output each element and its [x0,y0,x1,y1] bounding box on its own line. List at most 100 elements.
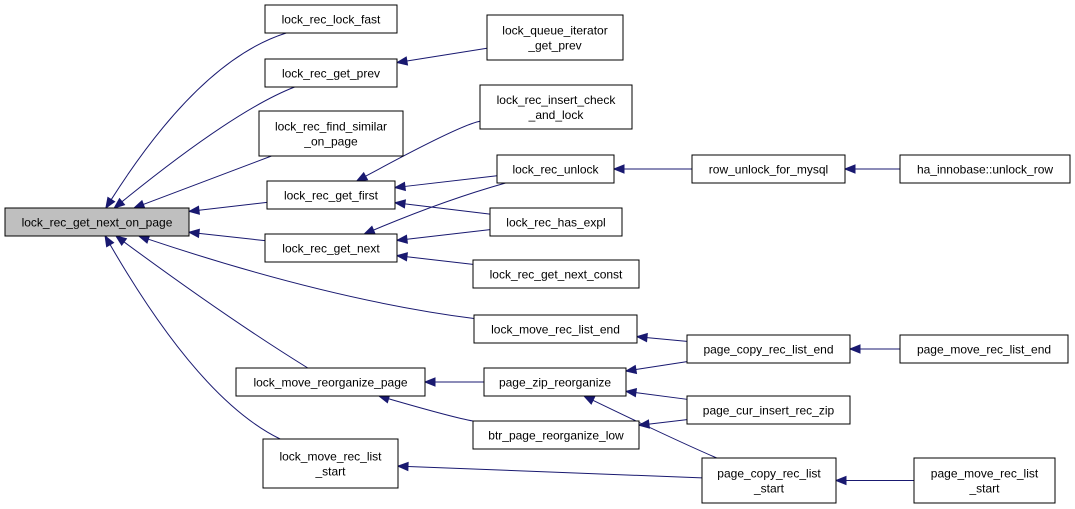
node-label: page_copy_rec_list_end [703,343,833,357]
edge-n1-to-n0 [105,32,287,210]
node-box [264,58,398,88]
edge-line [109,244,281,440]
function-node[interactable]: lock_rec_insert_check_and_lock [479,84,633,130]
arrowhead-icon [104,234,115,248]
edge-line [406,47,488,62]
edge-n4-to-n0 [187,201,268,215]
arrowhead-icon [582,395,596,405]
function-node[interactable]: page_cur_insert_rec_zip [686,395,851,425]
node-box [686,395,851,425]
edge-n17-to-n14 [624,361,688,375]
node-label: page_cur_insert_rec_zip [703,404,835,418]
node-label: lock_rec_has_expl [506,216,605,230]
node-box [264,233,398,263]
node-label: lock_move_reorganize_page [253,376,407,390]
node-box [686,334,851,364]
function-node[interactable]: lock_rec_get_next [264,233,398,263]
node-box [473,314,638,344]
edge-line [648,419,688,425]
edge-n19-to-n7 [396,461,703,479]
function-node[interactable]: lock_rec_find_similar_on_page [258,110,404,157]
node-label: page_zip_reorganize [499,376,611,390]
nodes-layer: lock_rec_get_next_on_page lock_rec_lock_f… [4,4,1071,504]
function-node[interactable]: row_unlock_for_mysql [691,154,846,184]
function-node[interactable]: page_copy_rec_list_start [701,457,837,504]
arrowhead-icon [423,377,436,387]
edge-line [592,399,717,459]
edge-n17-to-n13 [635,332,688,343]
node-box [264,4,398,34]
node-box [258,110,404,157]
node-box [472,420,640,450]
edge-line [123,241,309,369]
arrowhead-icon [187,228,200,239]
arrowhead-icon [114,235,128,247]
node-label: lock_rec_insert_check [497,93,617,107]
node-box [486,14,624,61]
arrowhead-icon [132,199,146,209]
function-node[interactable]: lock_rec_get_first [266,180,396,210]
function-node[interactable]: lock_rec_get_prev [264,58,398,88]
node-box [691,154,846,184]
function-node[interactable]: lock_queue_iterator_get_prev [486,14,624,61]
node-label: _start [753,482,785,496]
node-box [701,457,837,504]
edge-line [388,398,474,422]
function-node[interactable]: page_move_rec_list_start [913,457,1056,504]
arrowhead-icon [396,461,409,472]
function-node[interactable]: btr_page_reorganize_low [472,420,640,450]
node-label: page_copy_rec_list [717,467,821,481]
edge-line [198,232,266,242]
function-node[interactable]: page_move_rec_list_end [899,334,1069,364]
function-node[interactable]: lock_rec_has_expl [489,207,623,237]
arrowhead-icon [395,234,408,244]
edge-n22-to-n19 [834,475,914,486]
edge-n10-to-n4 [393,175,498,192]
function-node[interactable]: lock_move_rec_list_end [473,314,638,344]
arrowhead-icon [363,225,376,235]
edge-n11-to-n4 [393,199,491,215]
node-label: lock_rec_find_similar [275,120,387,134]
node-label: lock_rec_get_next [282,242,380,256]
arrowhead-icon [113,197,126,209]
edge-line [110,32,287,200]
node-label: lock_rec_lock_fast [282,13,381,27]
node-box [913,457,1056,504]
edge-n18-to-n14 [624,387,688,400]
node-box [472,259,640,289]
edge-n16-to-n10 [612,164,692,174]
function-node[interactable]: lock_rec_lock_fast [264,4,398,34]
arrowhead-icon [834,475,847,486]
function-node[interactable]: lock_move_rec_list_start [262,438,399,489]
function-node[interactable]: lock_rec_unlock [496,154,615,184]
node-label: lock_move_rec_list_end [491,323,620,337]
node-label: lock_move_rec_list [279,450,382,464]
function-node[interactable]: ha_innobase::unlock_row [899,154,1071,184]
edge-line [404,203,491,215]
node-label: btr_page_reorganize_low [488,429,624,443]
node-label: lock_rec_unlock [512,163,599,177]
function-node[interactable]: lock_move_reorganize_page [235,367,426,397]
arrowhead-icon [355,171,369,182]
function-node[interactable]: lock_rec_get_next_const [472,259,640,289]
edge-n2-to-n0 [113,86,295,209]
root-function-node[interactable]: lock_rec_get_next_on_page [4,207,190,237]
node-label: page_move_rec_list [931,467,1039,481]
edge-n7-to-n0 [104,234,281,440]
node-box [899,154,1071,184]
node-label: _start [314,465,346,479]
node-label: lock_queue_iterator [502,24,607,38]
edge-n12-to-n5 [395,252,474,265]
edge-line [406,256,474,265]
arrowhead-icon [105,196,116,210]
function-node[interactable]: page_copy_rec_list_end [686,334,851,364]
edge-line [148,238,475,320]
edge-line [121,86,295,203]
arrowhead-icon [612,164,625,174]
edge-n21-to-n17 [848,344,900,354]
node-label: lock_rec_get_next_on_page [22,216,173,230]
edge-line [365,120,481,177]
edge-line [407,466,703,479]
function-node[interactable]: page_zip_reorganize [483,367,627,397]
